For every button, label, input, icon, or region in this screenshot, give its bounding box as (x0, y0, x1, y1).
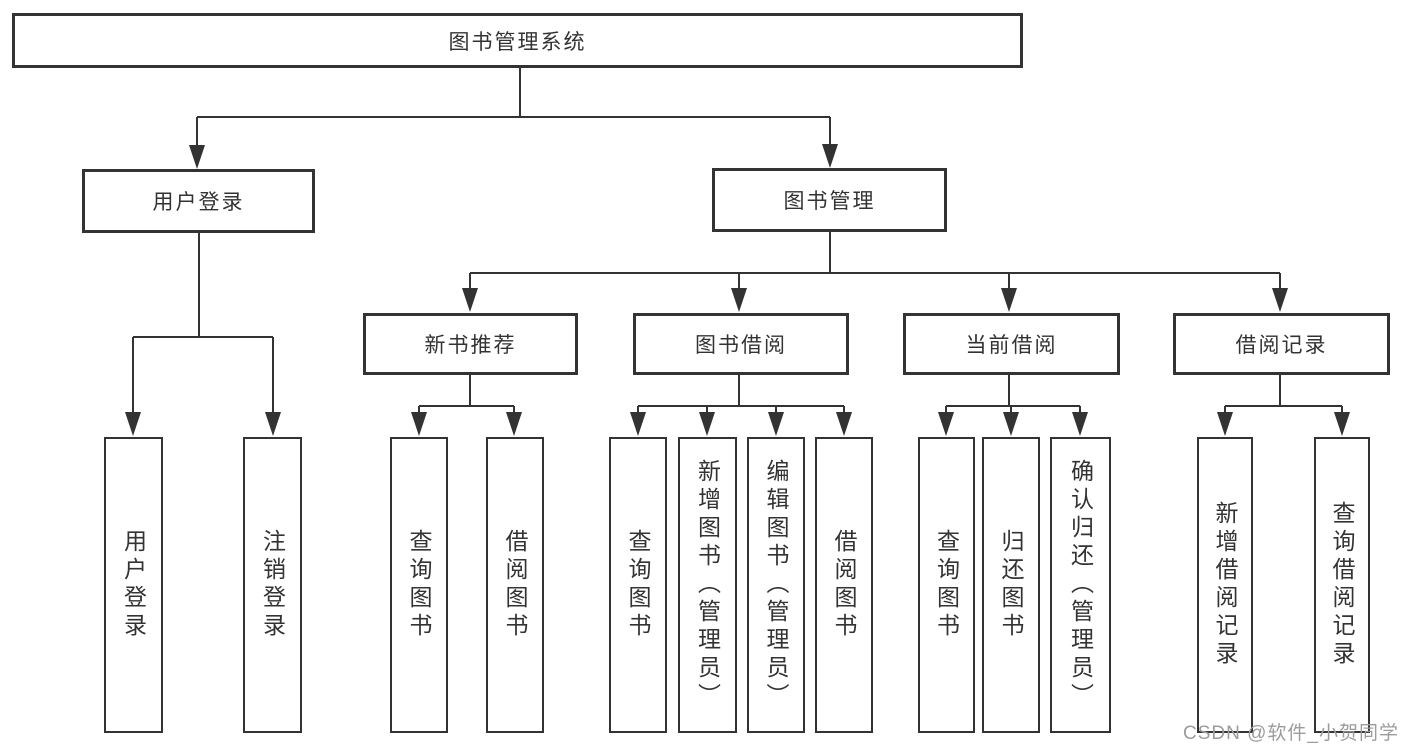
leaf-current-return-books: 归还图书 (982, 437, 1040, 733)
leaf-borrowing-add-books-admin: 新增图书（管理员） (678, 437, 737, 733)
node-library-management-system: 图书管理系统 (12, 13, 1023, 68)
leaf-borrowing-query-books: 查询图书 (609, 437, 667, 733)
csdn-watermark: CSDN @软件_小贺同学 (1183, 723, 1399, 744)
leaf-recommend-query-books: 查询图书 (390, 437, 448, 733)
leaf-borrowing-borrow-books: 借阅图书 (815, 437, 873, 733)
node-current-borrowing: 当前借阅 (903, 313, 1120, 375)
leaf-logout: 注销登录 (243, 437, 302, 733)
node-borrowing-records: 借阅记录 (1173, 313, 1390, 375)
leaf-records-query-borrow-record: 查询借阅记录 (1314, 437, 1370, 733)
leaf-current-confirm-return-admin: 确认归还（管理员） (1050, 437, 1111, 733)
node-book-borrowing: 图书借阅 (633, 313, 849, 375)
leaf-current-query-books: 查询图书 (918, 437, 975, 733)
leaf-recommend-borrow-books: 借阅图书 (486, 437, 544, 733)
leaf-records-add-borrow-record: 新增借阅记录 (1197, 437, 1253, 733)
leaf-user-login: 用户登录 (104, 437, 163, 733)
node-new-book-recommend: 新书推荐 (363, 313, 578, 375)
node-book-management: 图书管理 (712, 168, 947, 232)
leaf-borrowing-edit-books-admin: 编辑图书（管理员） (747, 437, 805, 733)
node-user-login: 用户登录 (82, 169, 315, 233)
